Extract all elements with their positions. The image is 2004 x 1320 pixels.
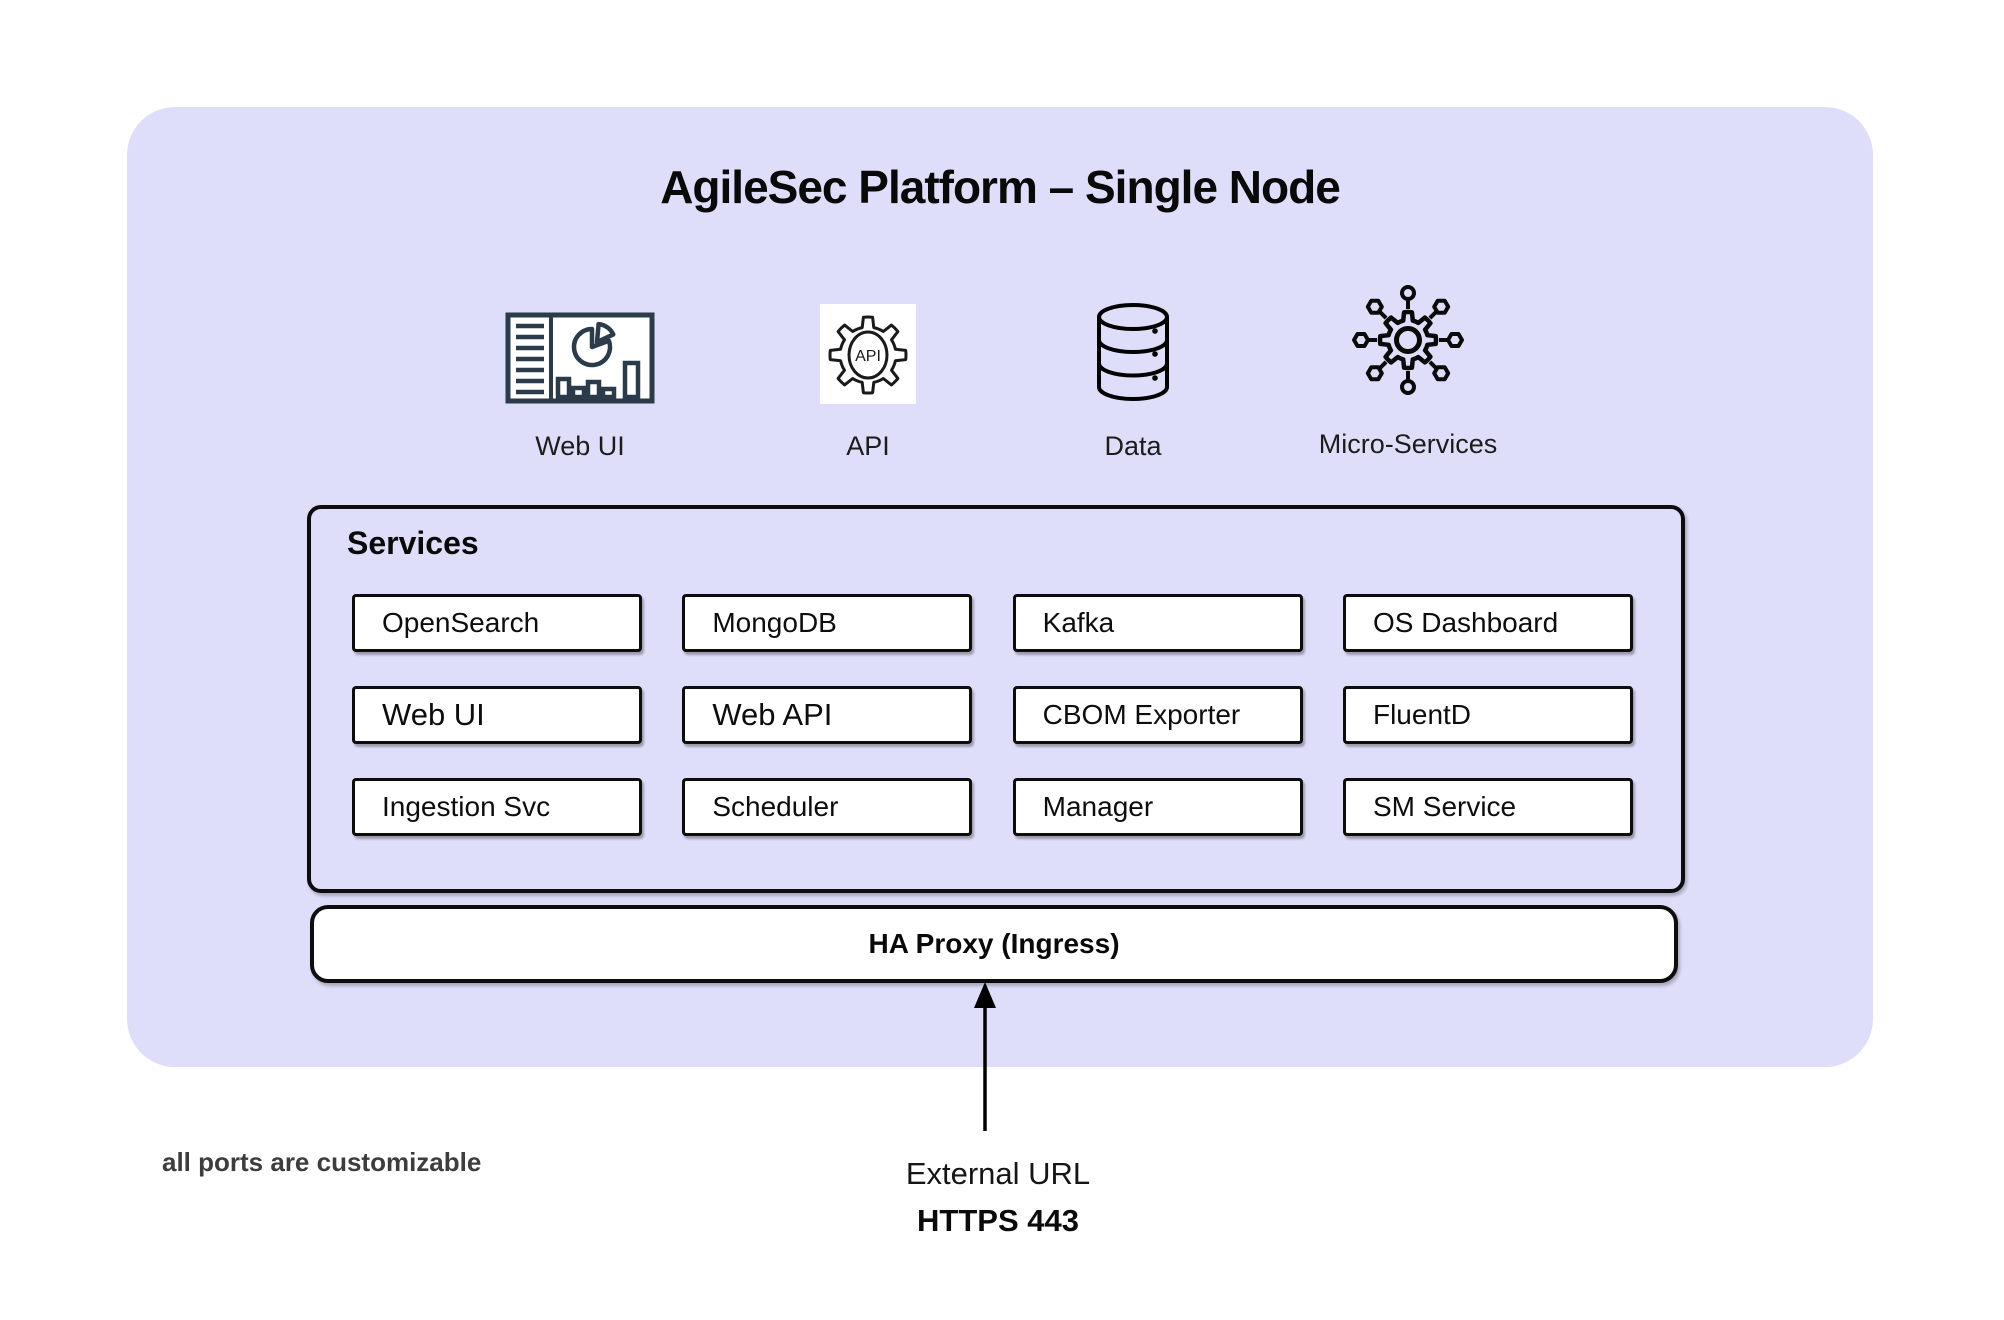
dashboard-icon bbox=[503, 312, 657, 409]
service-box: OpenSearch bbox=[352, 594, 642, 652]
external-url-arrow bbox=[974, 982, 996, 1131]
ingress-bar: HA Proxy (Ingress) bbox=[310, 905, 1678, 983]
services-heading: Services bbox=[347, 525, 479, 561]
services-grid: OpenSearch MongoDB Kafka OS Dashboard We… bbox=[352, 594, 1633, 836]
service-box: Web API bbox=[682, 686, 973, 744]
service-box: Kafka bbox=[1012, 594, 1303, 652]
database-icon bbox=[1095, 302, 1171, 407]
capability-label: Web UI bbox=[535, 431, 625, 461]
service-box: MongoDB bbox=[682, 594, 973, 652]
service-box: OS Dashboard bbox=[1342, 594, 1633, 652]
capability-label: Data bbox=[1104, 431, 1162, 461]
ports-note: all ports are customizable bbox=[162, 1147, 482, 1177]
service-box: Ingestion Svc bbox=[352, 778, 642, 836]
capability-microservices: Micro-Services bbox=[1319, 282, 1497, 458]
microservices-icon bbox=[1350, 282, 1466, 403]
ingress-label: HA Proxy (Ingress) bbox=[868, 928, 1120, 959]
svg-text:API: API bbox=[855, 348, 881, 365]
capability-label: API bbox=[846, 431, 890, 461]
service-box: Web UI bbox=[352, 686, 642, 744]
service-box: CBOM Exporter bbox=[1012, 686, 1303, 744]
diagram-title: AgileSec Platform – Single Node bbox=[660, 161, 1341, 213]
capability-data: Data bbox=[1095, 302, 1171, 460]
capability-web-ui: Web UI bbox=[503, 312, 657, 460]
service-box: SM Service bbox=[1342, 778, 1633, 836]
external-url-caption: External URL HTTPS 443 bbox=[848, 1158, 1148, 1236]
service-box: Scheduler bbox=[682, 778, 973, 836]
external-url-label: External URL bbox=[905, 1156, 1091, 1191]
capability-label: Micro-Services bbox=[1318, 429, 1498, 459]
service-box: Manager bbox=[1012, 778, 1303, 836]
external-port-label: HTTPS 443 bbox=[917, 1203, 1079, 1238]
services-group: Services OpenSearch MongoDB Kafka OS Das… bbox=[307, 505, 1685, 893]
service-box: FluentD bbox=[1342, 686, 1633, 744]
capability-api: API API bbox=[820, 304, 916, 460]
api-gear-icon: API bbox=[820, 304, 916, 409]
